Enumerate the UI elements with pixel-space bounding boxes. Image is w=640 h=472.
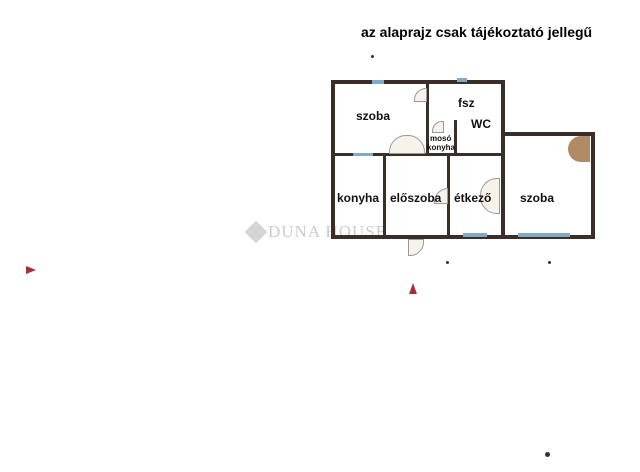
room-label-moso-konyha: konyha xyxy=(427,143,456,152)
room-label-fsz: fsz xyxy=(458,96,475,110)
window xyxy=(353,153,373,156)
plan-title: az alaprajz csak tájékoztató jellegű xyxy=(361,24,593,40)
watermark-logo: DUNA HOUSE xyxy=(244,220,388,244)
window xyxy=(372,80,384,84)
wall xyxy=(447,153,450,237)
door xyxy=(414,88,427,102)
entrance-arrow-icon xyxy=(409,283,417,294)
room-label-szoba: szoba xyxy=(356,109,391,123)
room-label-etkezo: étkező xyxy=(454,191,492,205)
marker-dot xyxy=(548,261,551,264)
window xyxy=(457,78,467,82)
spiral-stairs-icon xyxy=(568,136,590,162)
door xyxy=(432,121,444,133)
entrance-arrow-icon xyxy=(26,266,36,274)
wall xyxy=(331,235,595,239)
window xyxy=(518,233,570,237)
wall xyxy=(383,153,386,237)
watermark-text: DUNA HOUSE xyxy=(268,222,388,241)
room-label-moso: mosó xyxy=(430,134,452,143)
logo-diamond-icon xyxy=(244,220,268,244)
room-label-eloszoba: előszoba xyxy=(390,191,442,205)
room-label-konyha: konyha xyxy=(337,191,380,205)
wall xyxy=(454,120,457,155)
wall xyxy=(331,80,335,239)
wall xyxy=(501,80,505,239)
wall xyxy=(331,153,503,156)
marker-dot xyxy=(446,261,449,264)
window xyxy=(463,233,487,237)
wall xyxy=(501,132,595,136)
marker-dot xyxy=(371,55,374,58)
wall xyxy=(331,80,505,84)
room-label-wc: WC xyxy=(471,117,491,131)
wall xyxy=(591,132,595,239)
door xyxy=(408,239,424,256)
marker-dot xyxy=(545,452,550,457)
room-label-szoba-right: szoba xyxy=(520,191,555,205)
door xyxy=(434,188,448,204)
door xyxy=(389,135,425,154)
wall xyxy=(426,80,429,155)
